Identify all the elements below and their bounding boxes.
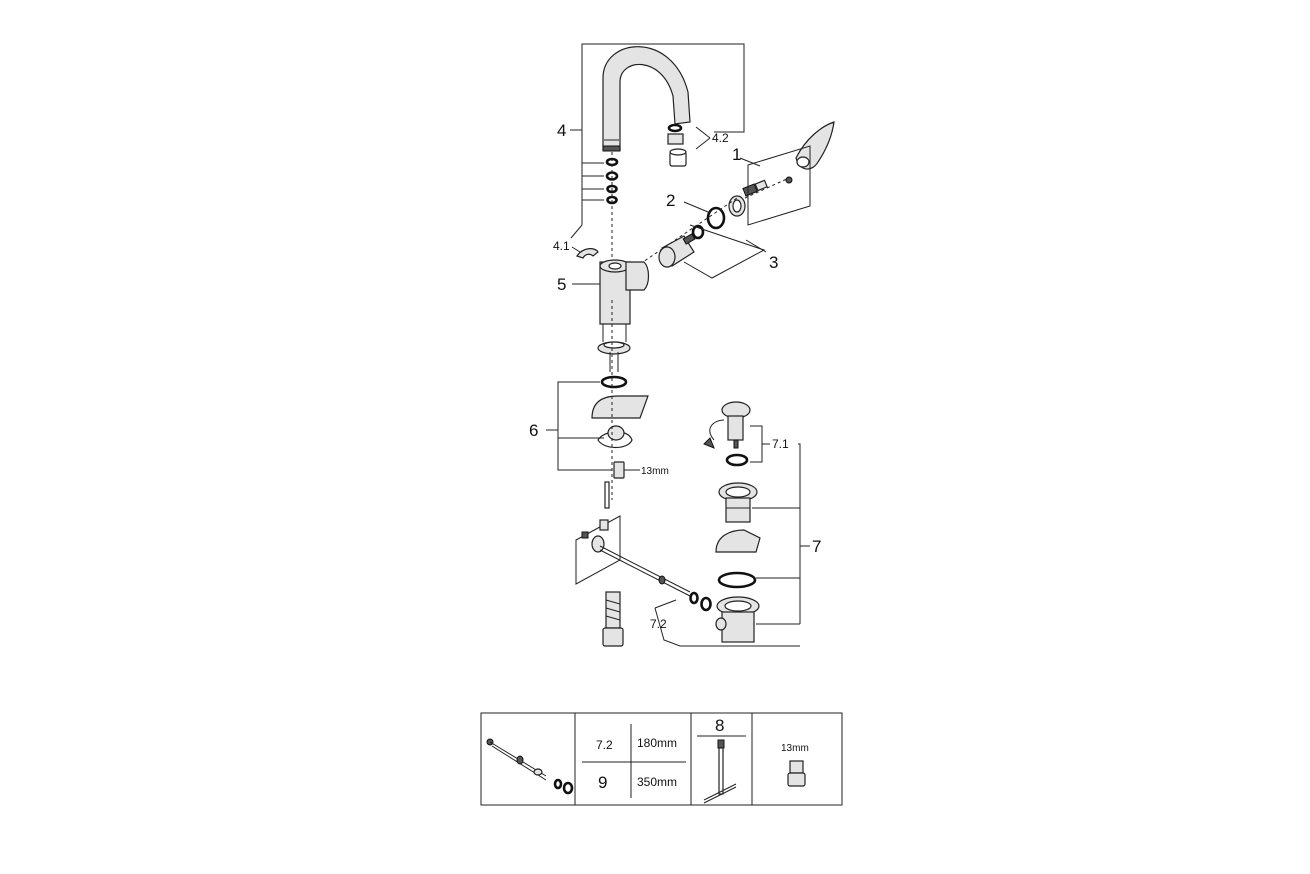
cartridge	[658, 233, 696, 268]
table-row2-code: 9	[598, 773, 607, 792]
spare-parts-table: 7.2 180mm 9 350mm 8 13mm	[480, 712, 843, 806]
lever-adapter	[742, 179, 768, 197]
bracket-6	[546, 381, 612, 471]
supply-hose	[602, 591, 624, 647]
waste-body	[715, 596, 760, 643]
base-o-ring	[600, 375, 628, 389]
callout-5: 5	[557, 275, 566, 294]
bracket-7-2	[654, 599, 800, 647]
waste-seal	[717, 571, 757, 589]
lever-handle	[795, 121, 835, 170]
bracket-4	[570, 43, 745, 239]
callout-4: 4	[557, 121, 566, 140]
mounting-spacer	[591, 395, 649, 419]
waste-flange	[718, 482, 758, 523]
tool-thumbnail	[703, 739, 737, 804]
callout-1: 1	[732, 145, 741, 164]
bracket-7-1	[750, 425, 801, 624]
cap-and-nut	[706, 195, 746, 230]
table-row1-length: 180mm	[637, 736, 677, 750]
waste-spacer	[715, 529, 761, 553]
table-row1-code: 7.2	[596, 738, 613, 752]
bracket-3	[683, 224, 766, 279]
callout-7: 7	[812, 537, 821, 556]
table-row2-length: 350mm	[637, 775, 677, 789]
threaded-rod	[604, 481, 610, 509]
mounting-nut	[607, 425, 625, 441]
faucet-body	[599, 259, 650, 342]
callout-7-1: 7.1	[772, 437, 789, 451]
bracket-7	[752, 507, 810, 625]
callout-3: 3	[769, 253, 778, 272]
table-tool-code: 8	[715, 716, 724, 735]
aerator	[667, 123, 687, 167]
base-plate	[597, 341, 631, 355]
callout-4-2: 4.2	[712, 131, 729, 145]
callout-4-1: 4.1	[553, 239, 570, 253]
spout	[602, 46, 691, 152]
callout-6: 6	[529, 421, 538, 440]
grub-screw	[785, 176, 793, 184]
lift-rod-assembly	[575, 515, 712, 612]
callout-2: 2	[666, 191, 675, 210]
rotation-arrow	[709, 419, 725, 441]
callout-7-2: 7.2	[650, 617, 667, 631]
retaining-clip	[576, 248, 599, 259]
cartridge-seal	[691, 224, 705, 240]
table-wrench-size: 13mm	[781, 743, 809, 754]
bracket-1	[747, 145, 811, 226]
plug-seal	[725, 453, 749, 467]
fixing-nut	[613, 461, 625, 479]
callout-wrench-size: 13mm	[641, 466, 669, 477]
pop-up-plug	[721, 401, 751, 449]
nut-thumbnail	[787, 760, 806, 787]
lift-rod-thumbnail	[486, 738, 574, 795]
